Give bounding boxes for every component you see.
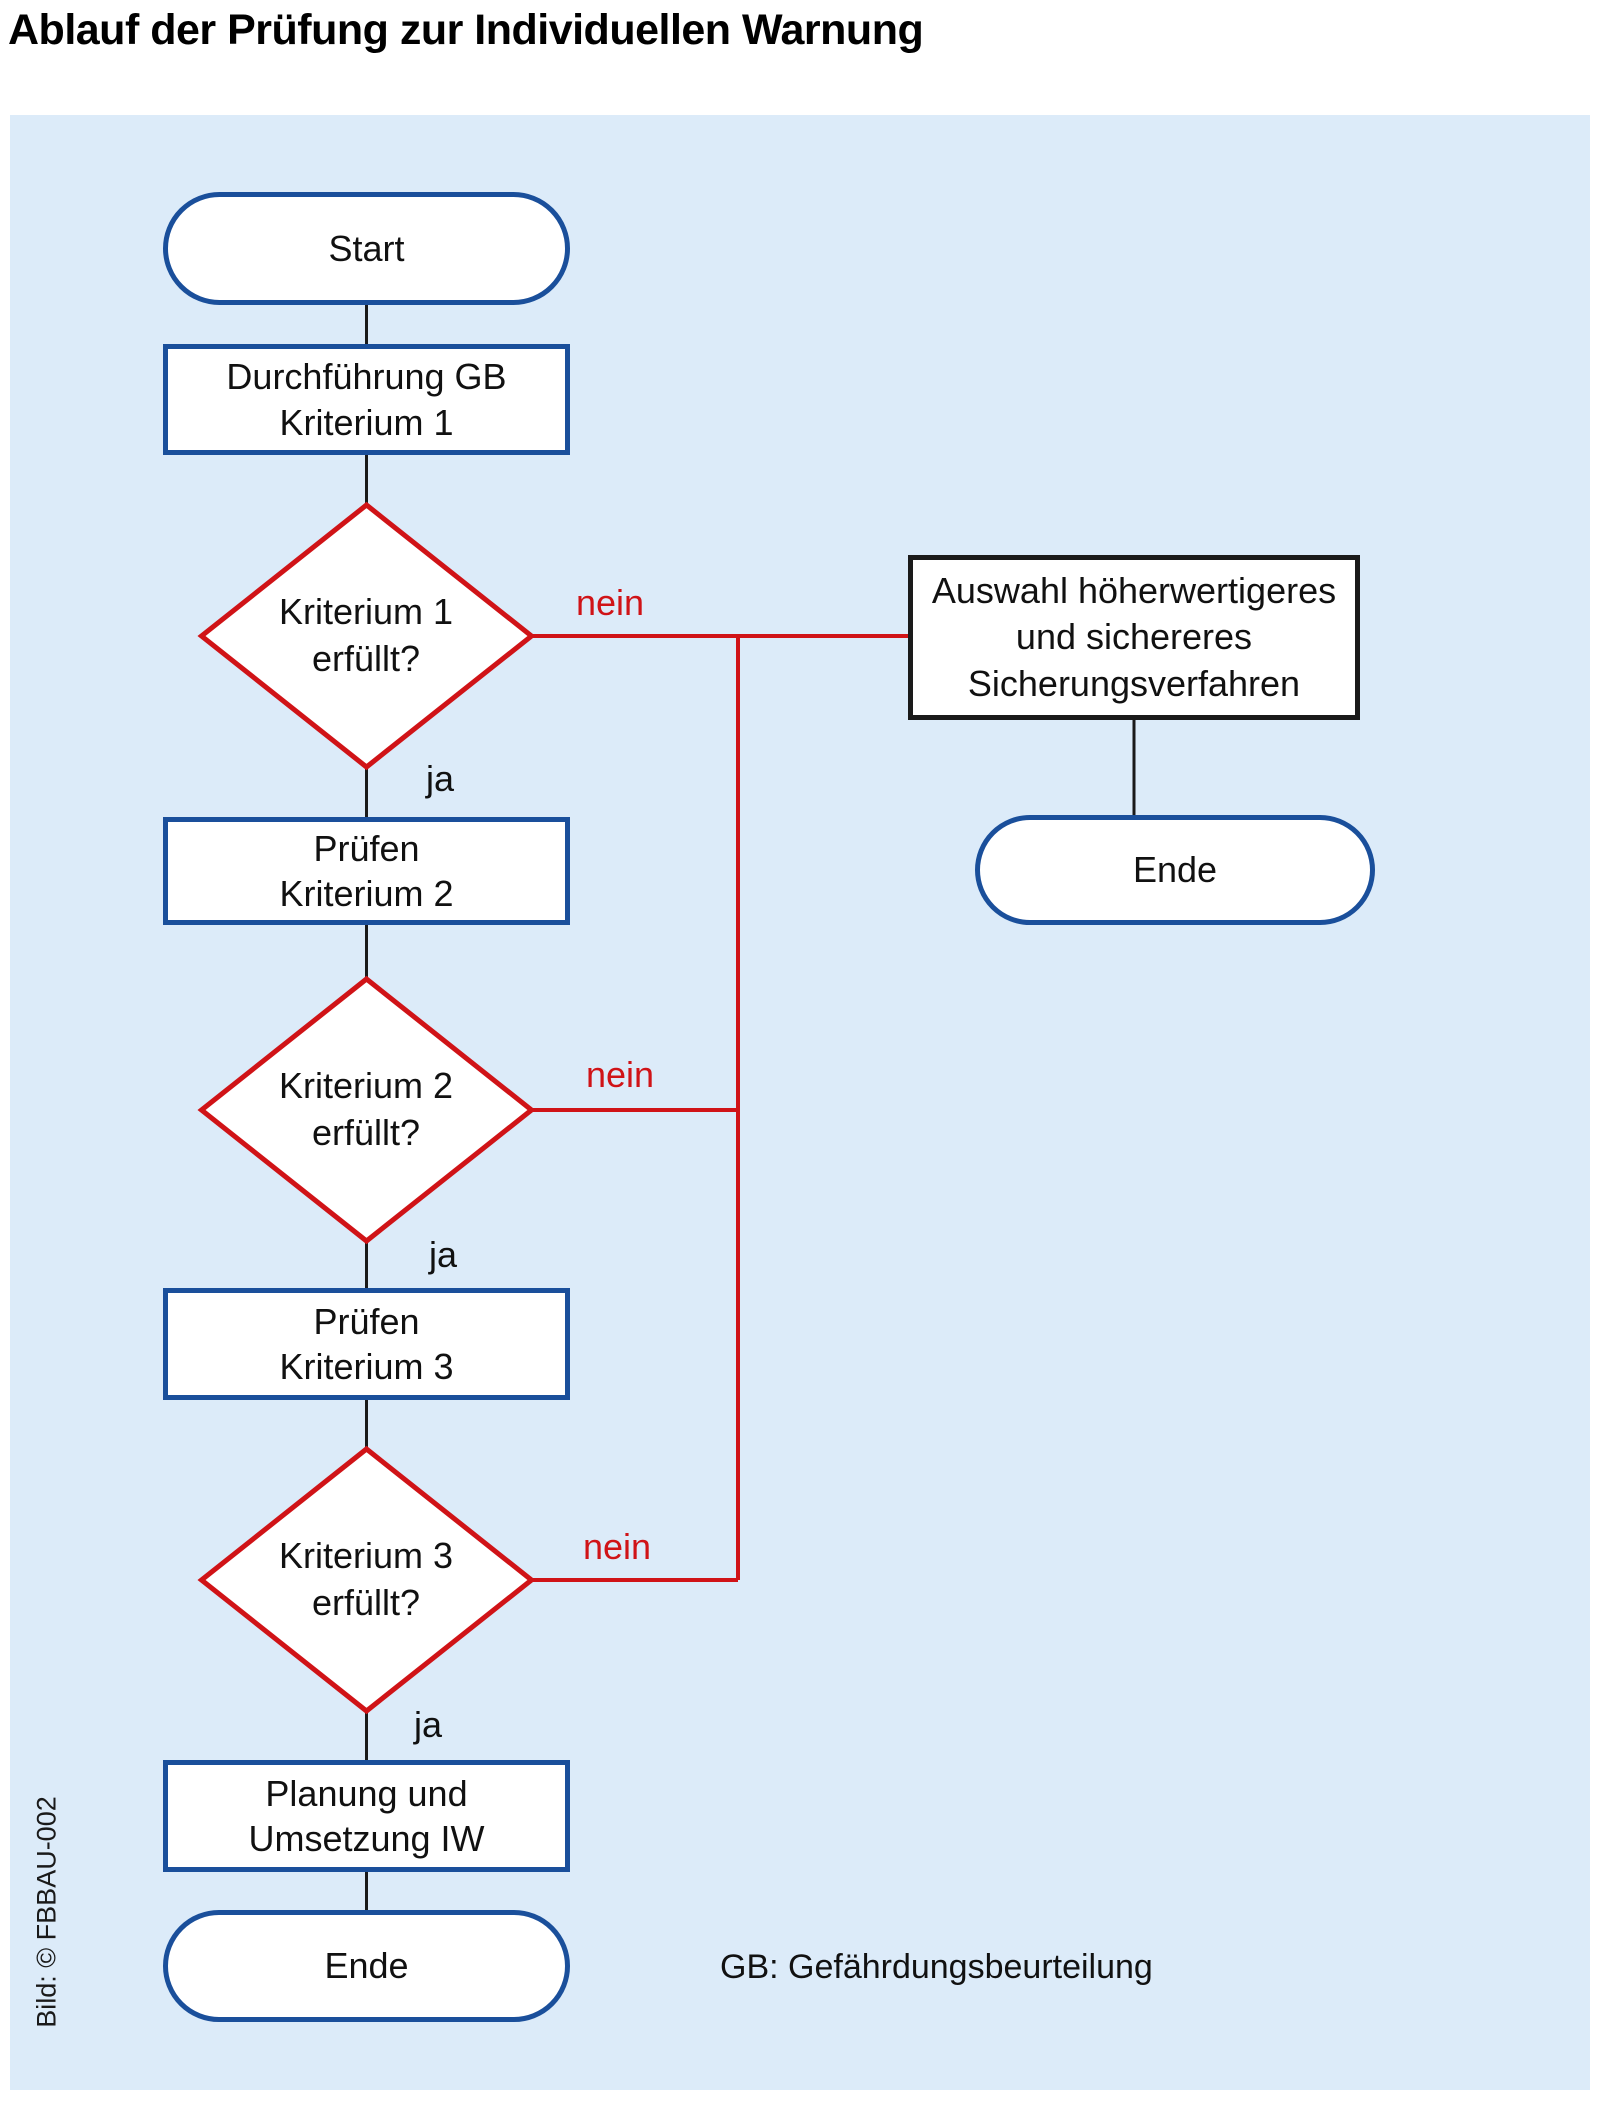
node-auswahl-line2: und sichereres [1015, 616, 1253, 658]
node-ende-rechts: Ende [975, 815, 1375, 925]
node-kriterium2-erfuellt: Kriterium 2 erfüllt? [201, 979, 531, 1241]
node-pruefen-kriterium2-line2: Kriterium 2 [279, 873, 454, 914]
node-kriterium3-line2: erfüllt? [311, 1582, 421, 1623]
node-durchfuehrung-gb: Durchführung GB Kriterium 1 [163, 344, 570, 455]
image-credit: Bild: © FBBAU-002 [31, 1796, 62, 2028]
node-kriterium2-line1: Kriterium 2 [278, 1065, 454, 1107]
node-kriterium1-line1: Kriterium 1 [278, 591, 454, 633]
edge-label-nein-2: nein [585, 1054, 655, 1095]
node-kriterium1-line2: erfüllt? [311, 638, 421, 679]
node-start: Start [163, 192, 570, 305]
flowchart-connectors [197, 305, 1136, 1910]
page-title: Ablauf der Prüfung zur Individuellen War… [8, 6, 924, 54]
decision-diamond-kriterium1 [197, 501, 536, 771]
node-auswahl-line1: Auswahl höherwertigeres [931, 570, 1337, 612]
node-kriterium2-line2: erfüllt? [311, 1112, 421, 1153]
node-kriterium3-erfuellt: Kriterium 3 erfüllt? [201, 1449, 531, 1711]
node-ende-rechts-label: Ende [1132, 849, 1218, 891]
node-start-label: Start [328, 227, 405, 269]
decision-diamond-kriterium3 [197, 1445, 536, 1715]
node-planung-umsetzung-iw-line2: Umsetzung IW [248, 1818, 485, 1859]
node-kriterium1-erfuellt: Kriterium 1 erfüllt? [201, 505, 531, 767]
node-auswahl-sicherungsverfahren: Auswahl höherwertigeres und sichereres S… [908, 555, 1360, 720]
edge-label-nein-3: nein [582, 1526, 652, 1567]
edge-label-ja-1: ja [425, 758, 455, 799]
edge-label-ja-3: ja [413, 1704, 443, 1745]
node-pruefen-kriterium2: Prüfen Kriterium 2 [163, 817, 570, 925]
node-ende-links: Ende [163, 1910, 570, 2022]
node-ende-links-label: Ende [324, 1945, 409, 1987]
red-nein-connector-lines [531, 634, 908, 1582]
node-kriterium3-line1: Kriterium 3 [278, 1535, 454, 1577]
node-planung-umsetzung-iw-line1: Planung und [265, 1772, 468, 1814]
black-connector-lines [365, 305, 1136, 1910]
node-durchfuehrung-gb-line2: Kriterium 1 [279, 401, 454, 443]
edge-label-nein-1: nein [575, 582, 645, 623]
edge-label-ja-2: ja [428, 1234, 458, 1275]
node-pruefen-kriterium2-line1: Prüfen [313, 827, 420, 869]
decision-diamond-kriterium2 [197, 975, 536, 1245]
decision-diamonds [197, 501, 536, 1715]
node-pruefen-kriterium3-line1: Prüfen [313, 1300, 420, 1342]
node-planung-umsetzung-iw: Planung und Umsetzung IW [163, 1760, 570, 1872]
node-pruefen-kriterium3: Prüfen Kriterium 3 [163, 1288, 570, 1400]
node-auswahl-line3: Sicherungsverfahren [967, 662, 1301, 704]
node-durchfuehrung-gb-line1: Durchführung GB [226, 356, 507, 398]
node-pruefen-kriterium3-line2: Kriterium 3 [279, 1346, 454, 1387]
flowchart-panel: Start Durchführung GB Kriterium 1 Kriter… [10, 115, 1590, 2090]
abbreviation-legend: GB: Gefährdungsbeurteilung [720, 1948, 1153, 1986]
